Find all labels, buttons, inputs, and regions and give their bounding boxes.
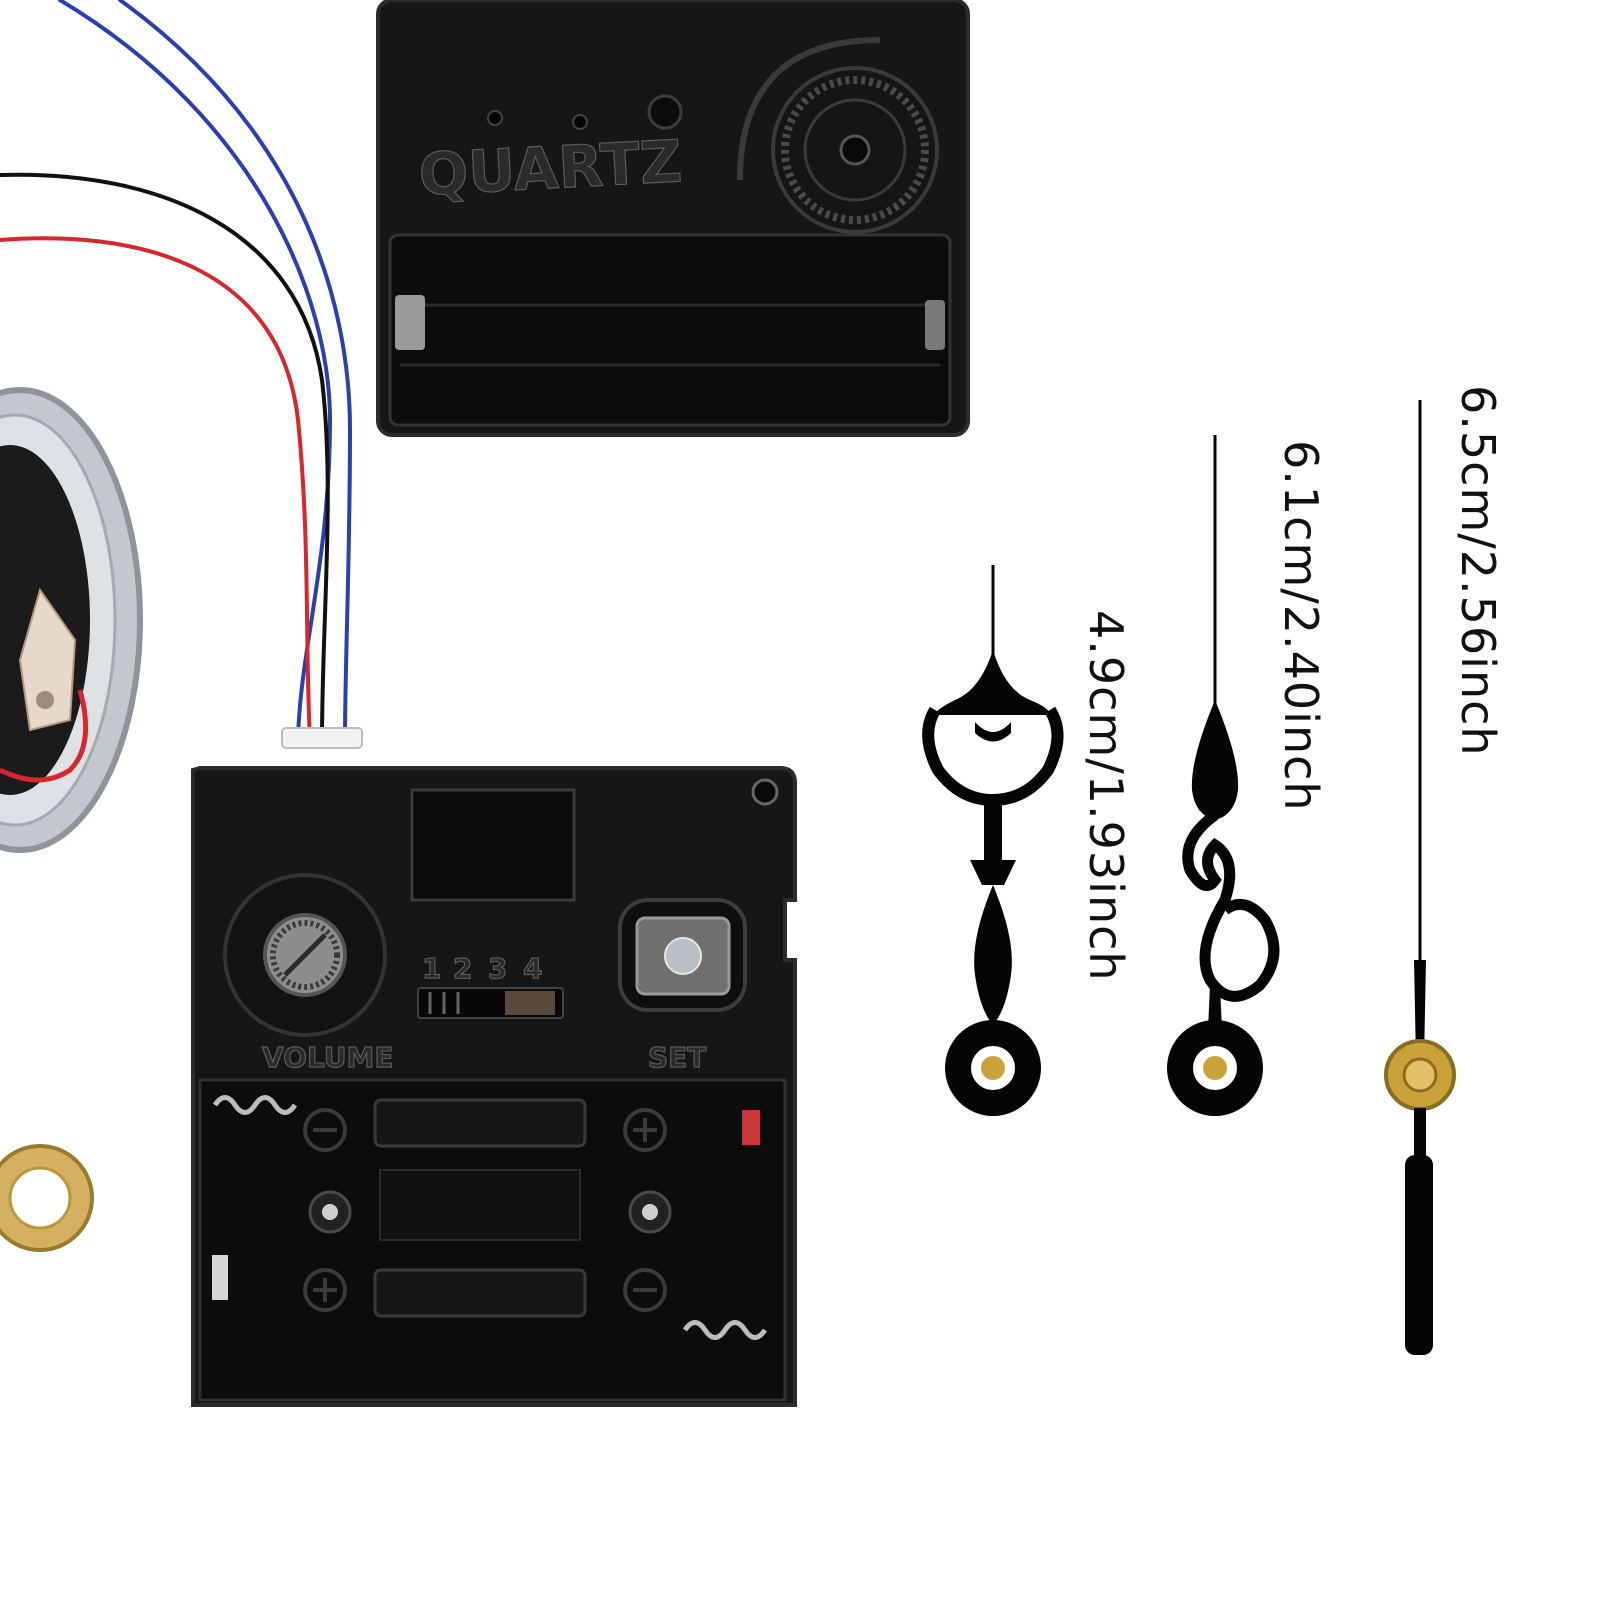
- blue-wire-2: [118, 0, 353, 742]
- switch-position-4: 4: [523, 952, 542, 985]
- speaker-solder-point: [36, 691, 54, 709]
- hour-hand: [922, 565, 1064, 1116]
- top-battery-contact-left: [395, 295, 425, 350]
- ringtone-switch[interactable]: 1 2 3 4: [417, 951, 564, 1019]
- volume-label: VOLUME: [262, 1041, 394, 1074]
- switch-position-2: 2: [453, 952, 472, 985]
- hand-set-wheel-icon: [771, 66, 939, 234]
- brass-washer: [0, 1144, 94, 1252]
- battery-contact-red: [742, 1110, 760, 1145]
- battery-spring-bottom-right: [682, 1320, 768, 1340]
- red-wire: [0, 236, 312, 742]
- switch-slider[interactable]: [505, 991, 555, 1015]
- speaker: [0, 387, 143, 853]
- battery-spring-top-left: [212, 1095, 298, 1115]
- battery-contact-left: [212, 1255, 228, 1300]
- set-button-icon[interactable]: [618, 898, 747, 1012]
- black-wire: [0, 172, 330, 742]
- volume-knob-icon[interactable]: [223, 873, 387, 1037]
- minute-hand: [1167, 435, 1280, 1116]
- speaker-lead: [0, 689, 89, 783]
- switch-position-1: 1: [422, 952, 441, 985]
- set-label: SET: [648, 1041, 706, 1074]
- top-movement-battery-bay: [388, 233, 952, 427]
- speaker-wires: [0, 0, 363, 749]
- top-battery-contact-right: [925, 300, 945, 350]
- quartz-embossed-text: QUARTZ: [417, 127, 683, 209]
- battery-holder-icon: [198, 1078, 787, 1402]
- wire-connector: [281, 727, 363, 749]
- bottom-movement-screen: [410, 788, 576, 902]
- top-clock-movement: QUARTZ: [376, 0, 970, 437]
- minute-hand-length-label: 6.1cm/2.40inch: [1274, 440, 1328, 812]
- bottom-clock-movement: VOLUME 1 2 3 4 SET: [191, 766, 797, 1407]
- bottom-movement-mount-hole: [751, 778, 779, 806]
- hour-hand-length-label: 4.9cm/1.93inch: [1079, 610, 1133, 982]
- switch-position-3: 3: [488, 952, 507, 985]
- second-hand-length-label: 6.5cm/2.56inch: [1451, 385, 1505, 757]
- top-movement-arrow-arc: [737, 37, 881, 181]
- speaker-terminal: [18, 587, 77, 732]
- second-hand: [1384, 400, 1456, 1355]
